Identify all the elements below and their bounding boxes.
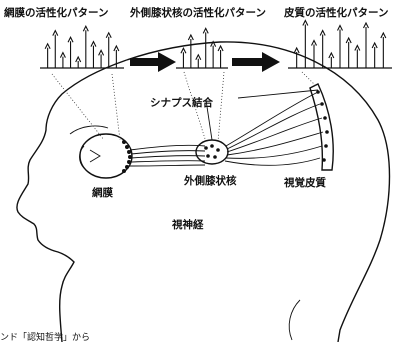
eyebrow: [69, 125, 109, 135]
lgn-activation-arrow: [187, 33, 194, 68]
source-note: ンド「認知哲学」から: [0, 331, 90, 342]
lgn-label: 外側膝状核: [183, 174, 237, 187]
cortex-activation-arrow: [354, 44, 361, 68]
head-profile: [16, 41, 391, 342]
retina-activation-arrow: [113, 44, 120, 68]
projection-cortex: [301, 71, 317, 87]
retina-cells: [122, 140, 132, 173]
retina-label: 網膜: [92, 186, 113, 199]
cortex-activation-pattern: [288, 19, 392, 69]
visual-cortex: [309, 83, 334, 171]
cortex-activation-arrow: [337, 24, 343, 68]
projection-retina: [51, 73, 105, 141]
lgn-cells: [204, 144, 220, 159]
synapse-pointer-2: [237, 89, 319, 99]
retina-activation-arrow: [52, 29, 59, 68]
lgn-activation-pattern: [176, 27, 228, 69]
cortex-activation-arrow: [363, 21, 369, 68]
lgn-activation-arrow: [217, 44, 224, 68]
retina-activation-arrow: [44, 42, 51, 68]
lgn-activation-arrow: [210, 40, 217, 68]
lgn-activation-arrow: [202, 27, 209, 68]
radiation-fibers: [224, 91, 324, 166]
cortex-cells: [316, 90, 329, 162]
synapse-label: シナプス結合: [150, 96, 213, 109]
lgn-activation-arrow: [180, 46, 187, 68]
optic-nerve-fibers: [127, 144, 206, 167]
retina-activation-arrow: [75, 55, 82, 68]
cortex-activation-arrow: [345, 36, 352, 68]
projection-lgn: [183, 71, 207, 143]
projection-lgn-2: [217, 71, 225, 143]
retina-activation-arrow: [59, 51, 66, 68]
cortex-activation-arrow: [328, 51, 335, 68]
ear: [288, 299, 301, 341]
cortex-activation-arrow: [380, 31, 387, 68]
eye-pupil: [89, 149, 101, 163]
synapse-pointer-1: [205, 99, 213, 141]
arrow-lgn-to-cortex: [232, 52, 280, 72]
optic-nerve-label: 視神経: [171, 218, 204, 231]
retina-activation-arrow: [90, 40, 97, 68]
eyeball: [79, 133, 133, 179]
eye-lens: [79, 145, 85, 169]
lgn-pattern-title: 外側膝状核の活性化パターン: [129, 6, 266, 19]
retina-activation-pattern: [40, 24, 124, 69]
cortex-activation-arrow: [293, 46, 300, 68]
retina-activation-arrow: [98, 49, 105, 68]
retina-activation-arrow: [67, 35, 74, 68]
projection-retina-2: [111, 73, 121, 141]
cortex-activation-arrow: [319, 29, 326, 68]
cortex-activation-arrow: [302, 19, 309, 68]
arrow-retina-to-lgn: [130, 52, 176, 72]
cortex-activation-arrow: [311, 39, 317, 68]
cortex-pattern-title: 皮質の活性化パターン: [283, 6, 388, 19]
lgn-activation-arrow: [195, 53, 202, 68]
cortex-activation-arrow: [371, 41, 378, 68]
retina-activation-arrow: [82, 24, 89, 68]
lgn-body: [195, 139, 229, 165]
retina-pattern-title: 網膜の活性化パターン: [4, 6, 108, 19]
retina-activation-arrow: [105, 31, 112, 68]
visual-cortex-label: 視覚皮質: [283, 176, 326, 189]
